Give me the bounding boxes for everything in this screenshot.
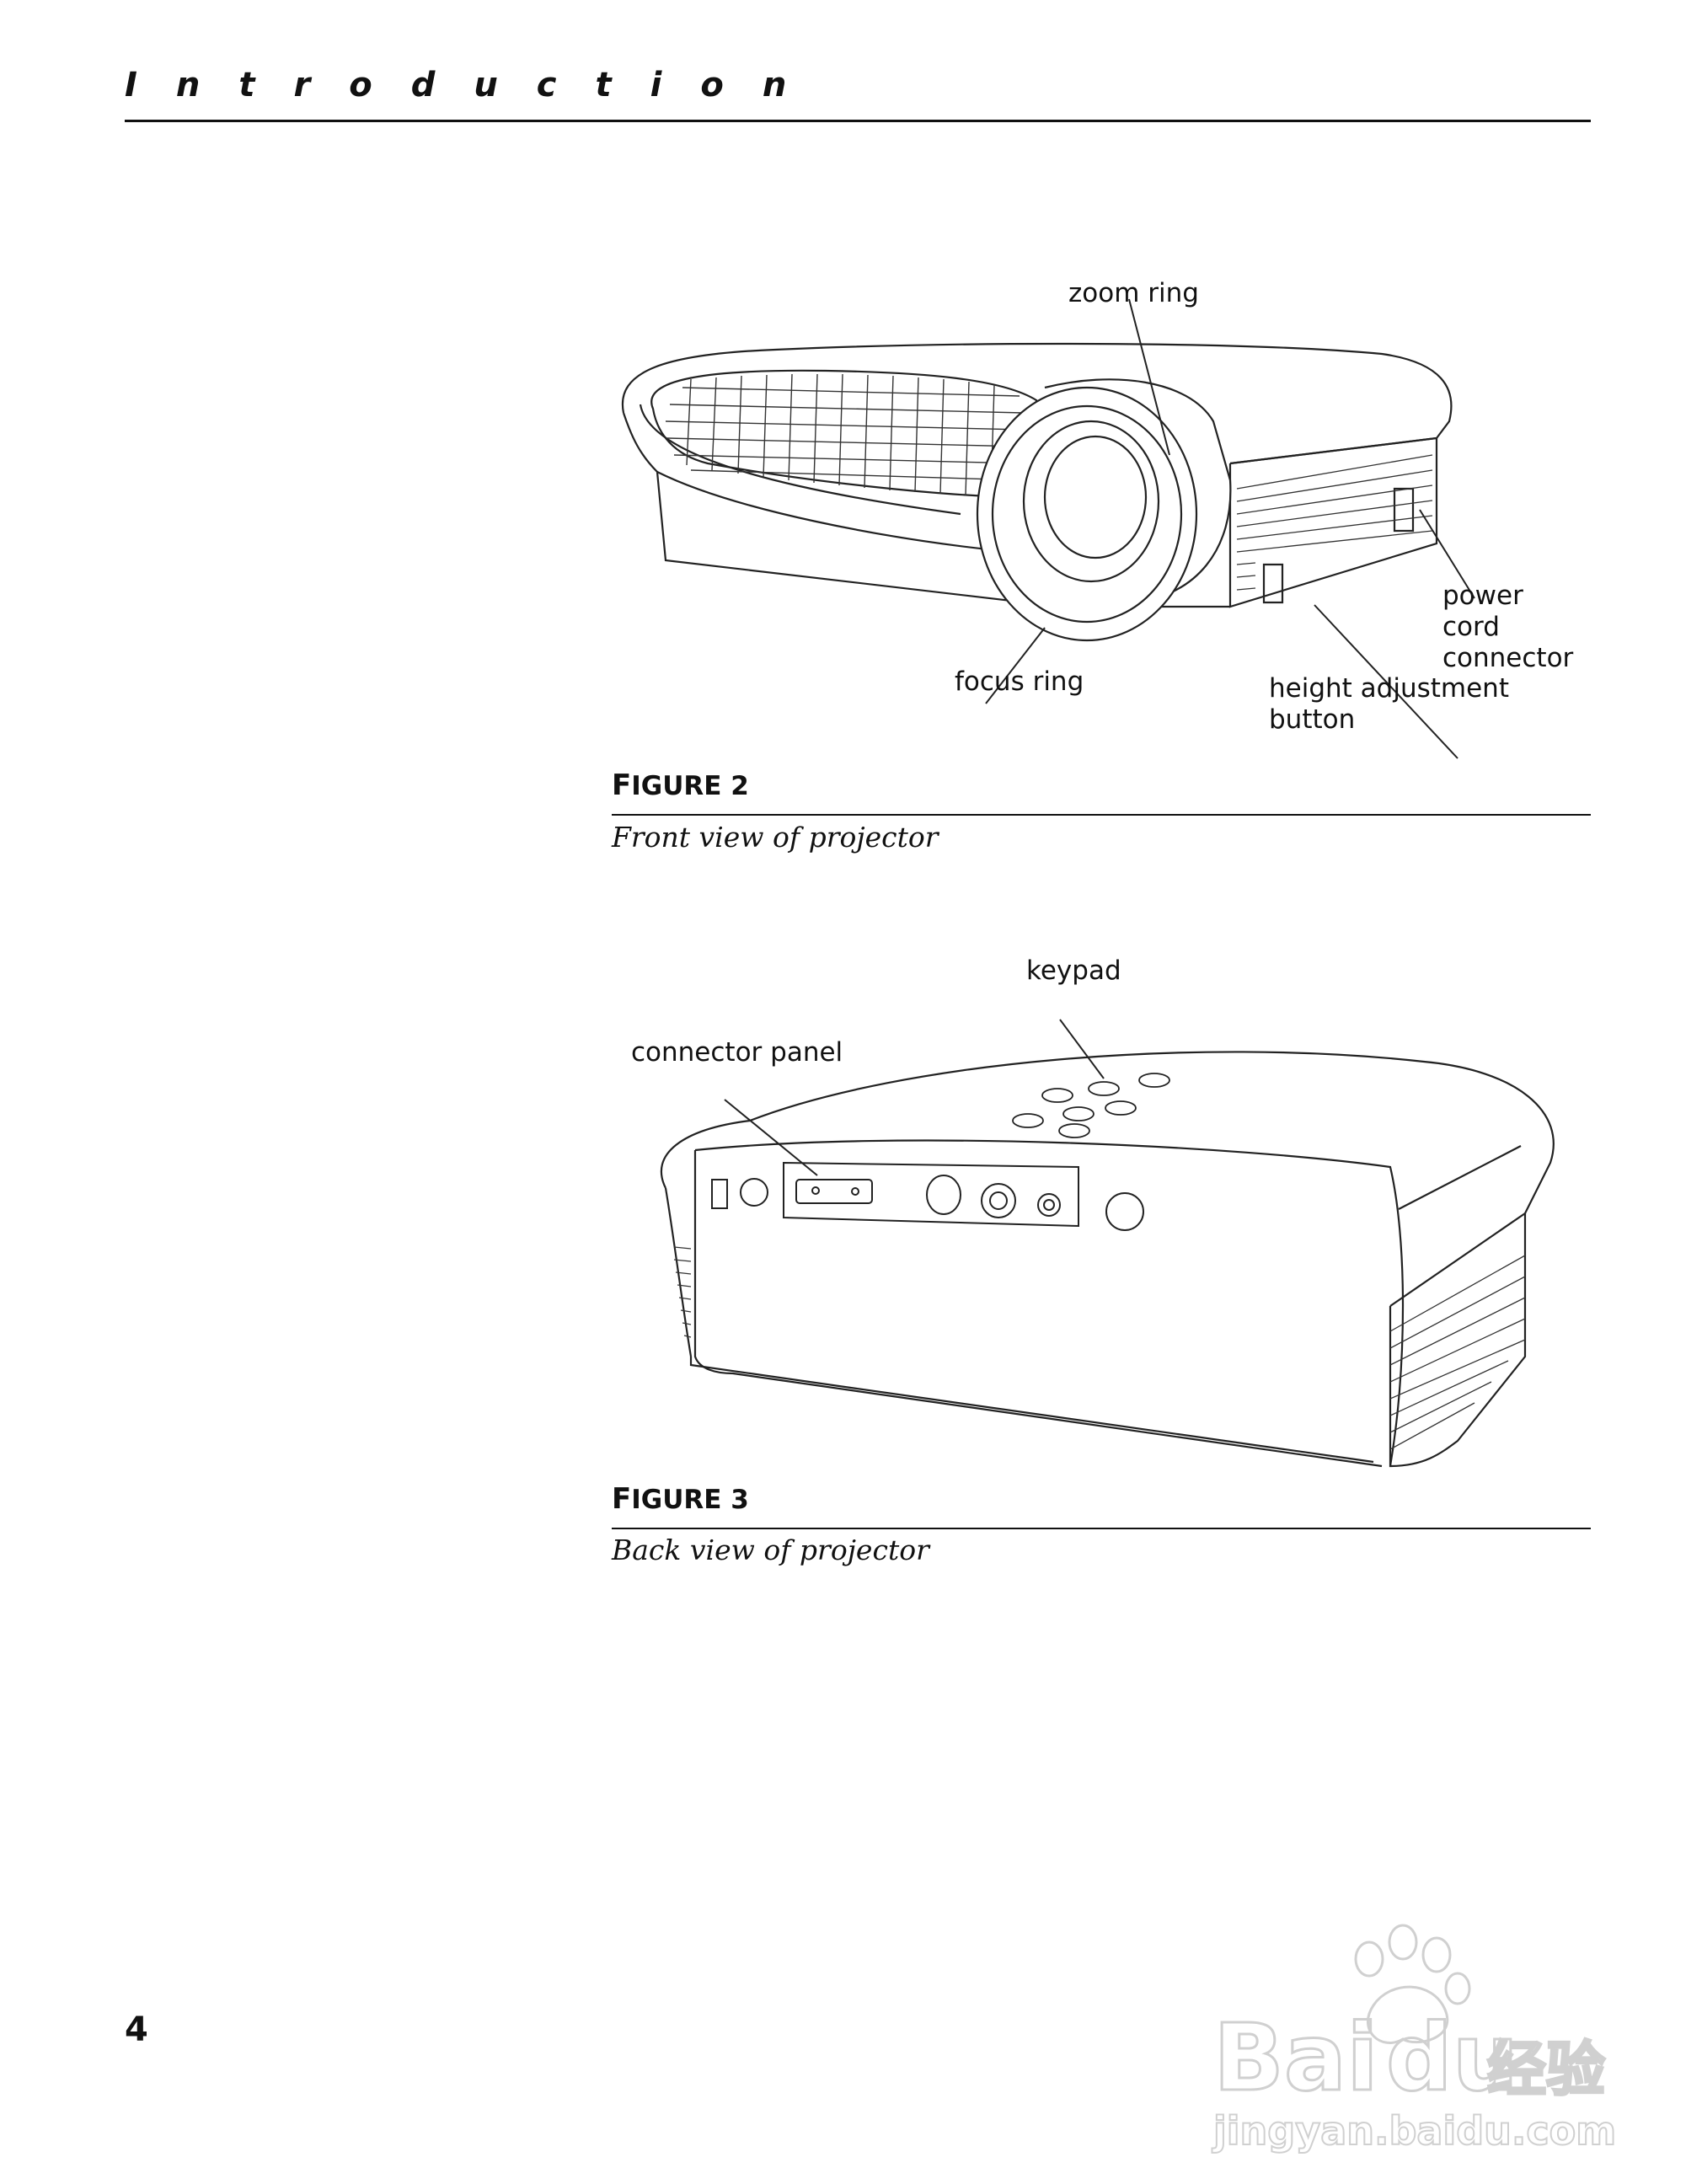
svg-text:du: du xyxy=(1386,2004,1518,2112)
focus-ring-label: focus ring xyxy=(955,666,1084,697)
height-adjustment-button-label: height adjustment button xyxy=(1269,673,1509,735)
figure-3-caption: Back view of projector xyxy=(612,1534,929,1566)
zoom-ring-label: zoom ring xyxy=(1068,278,1199,308)
page-number: 4 xyxy=(125,2010,148,2049)
svg-text:经验: 经验 xyxy=(1487,2035,1605,2104)
connector-panel-label: connector panel xyxy=(631,1037,843,1068)
figure-2-title: FIGURE 2 xyxy=(612,768,749,802)
keypad-label: keypad xyxy=(1026,956,1121,986)
baidu-watermark-logo: Bai du 经验 jingyan.baidu.com xyxy=(1211,1904,1617,2155)
power-cord-connector-label: power cord connector xyxy=(1442,581,1574,673)
header-rule xyxy=(125,120,1591,122)
figure-2-caption: Front view of projector xyxy=(612,821,939,854)
figure-2-rule xyxy=(612,814,1591,816)
svg-text:jingyan.baidu.com: jingyan.baidu.com xyxy=(1212,2108,1616,2154)
figure-3-title: FIGURE 3 xyxy=(612,1482,749,1516)
projector-back-illustration xyxy=(649,1028,1559,1466)
svg-text:Bai: Bai xyxy=(1213,2004,1378,2112)
figure-3-rule xyxy=(612,1528,1591,1529)
projector-front-illustration xyxy=(607,320,1466,657)
running-header: Introduction xyxy=(125,66,826,104)
